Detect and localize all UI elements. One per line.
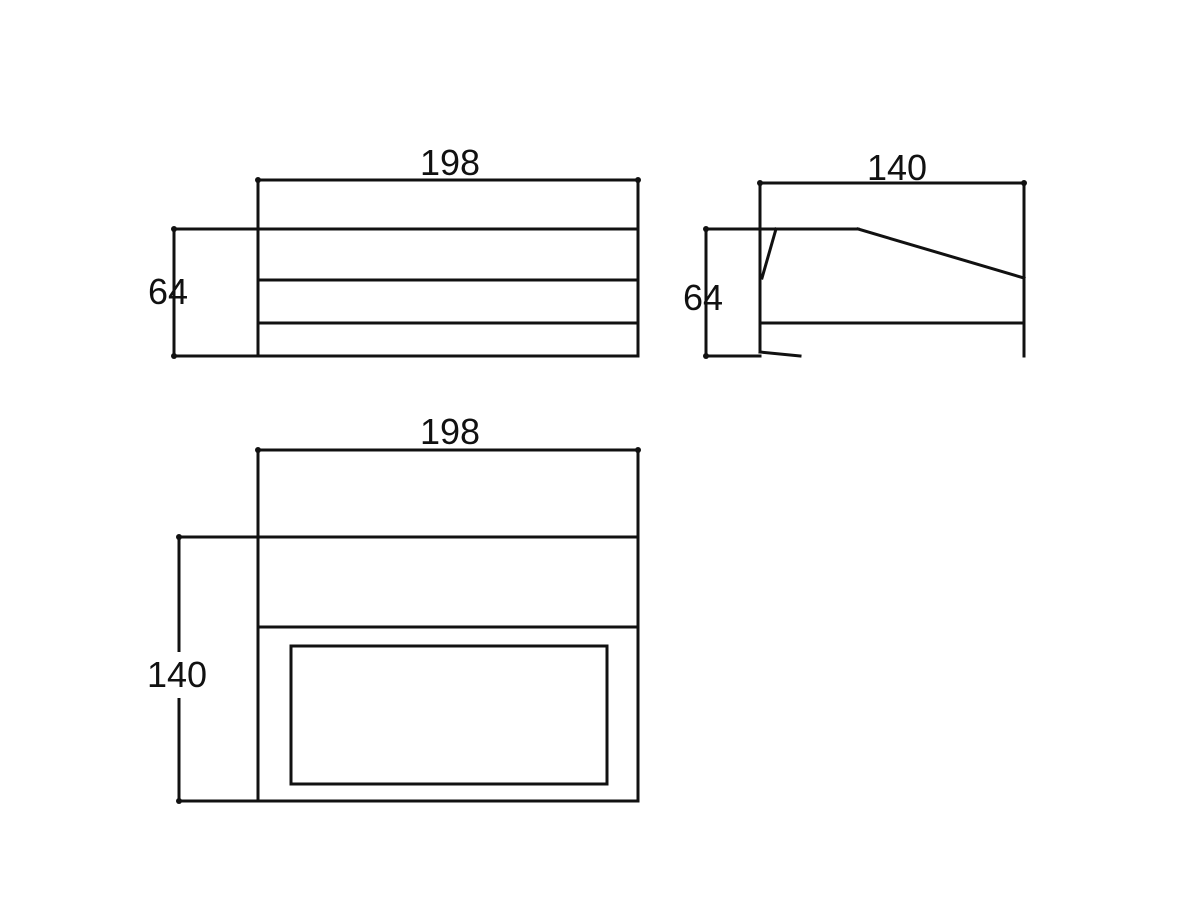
side-height-dimension: 64 <box>683 226 762 359</box>
top-height-dimension: 140 <box>140 534 260 804</box>
side-width-label: 140 <box>867 147 927 188</box>
side-view: 140 64 <box>683 147 1027 359</box>
front-body <box>256 227 640 358</box>
front-width-dimension: 198 <box>255 142 641 231</box>
side-height-label: 64 <box>683 277 723 318</box>
top-width-dimension: 198 <box>255 411 641 539</box>
top-window-panel <box>289 644 609 786</box>
front-height-label: 64 <box>148 271 188 312</box>
front-view: 198 64 <box>148 142 641 359</box>
top-height-label: 140 <box>147 654 207 695</box>
side-body <box>758 227 1026 358</box>
top-view: 198 140 <box>140 411 641 804</box>
side-width-dimension: 140 <box>757 147 1027 280</box>
front-width-label: 198 <box>420 142 480 183</box>
top-width-label: 198 <box>420 411 480 452</box>
front-height-dimension: 64 <box>148 226 260 359</box>
top-body <box>256 535 640 803</box>
